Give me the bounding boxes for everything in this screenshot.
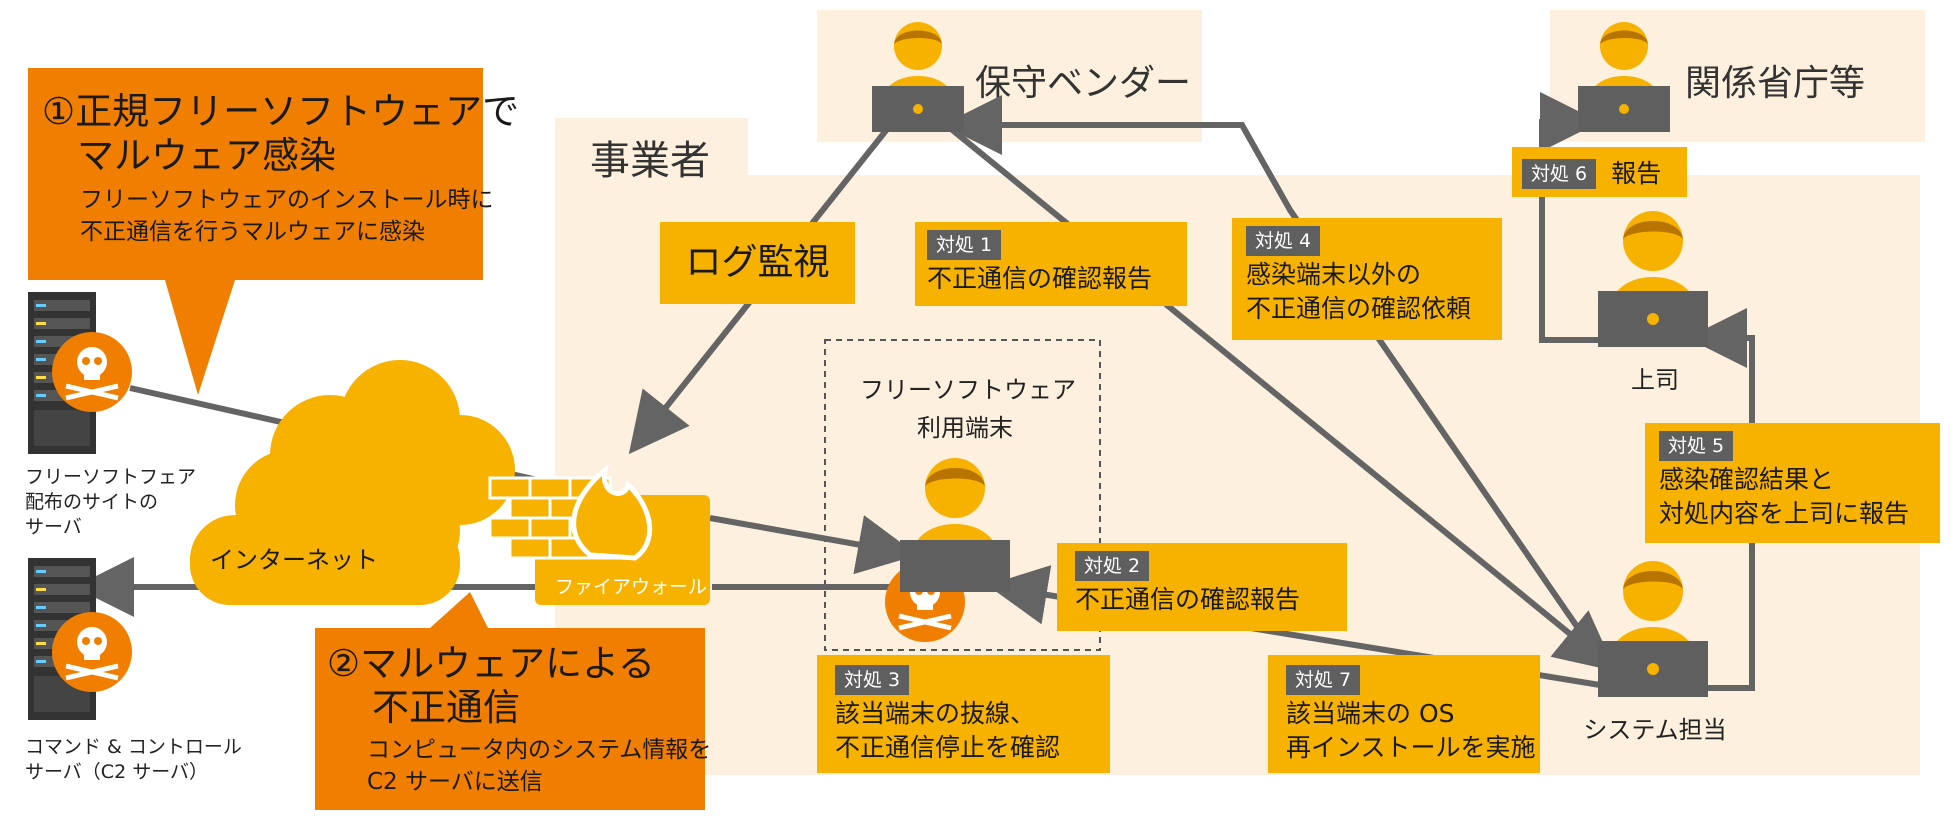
action-2-tag: 対処 2 bbox=[1075, 551, 1150, 581]
action-5-box: 対処 5 感染確認結果と 対処内容を上司に報告 bbox=[1645, 423, 1940, 543]
arrow-firewall-terminal bbox=[709, 515, 918, 575]
action-3-text-line1: 該当端末の抜線、 bbox=[835, 699, 1036, 728]
log-monitoring-label: ログ監視 bbox=[685, 242, 830, 283]
callout1-desc-line1: フリーソフトウェアのインストール時に bbox=[80, 187, 494, 213]
callout1-tail bbox=[165, 280, 235, 395]
action-3-box: 対処 3 該当端末の抜線、 不正通信停止を確認 bbox=[817, 655, 1110, 773]
callout2-desc-line2: C2 サーバに送信 bbox=[367, 769, 543, 795]
firewall-wall-icon bbox=[488, 463, 710, 605]
terminal-label-line2: 利用端末 bbox=[917, 414, 1013, 442]
action-3-text-line2: 不正通信停止を確認 bbox=[835, 733, 1061, 762]
c2-server-label-line1: コマンド & コントロール bbox=[25, 736, 242, 758]
callout1-title-line1: ①正規フリーソフトウェアで bbox=[42, 90, 520, 133]
action-7-box: 対処 7 該当端末の OS 再インストールを実施 bbox=[1268, 655, 1540, 773]
action-7-text-line2: 再インストールを実施 bbox=[1286, 733, 1536, 762]
firewall-flame-icon bbox=[571, 463, 653, 561]
action-4-box: 対処 4 感染端末以外の 不正通信の確認依頼 bbox=[1232, 218, 1502, 340]
callout1-desc-line2: 不正通信を行うマルウェアに感染 bbox=[80, 219, 425, 245]
callout-malware-infection: ①正規フリーソフトウェアで マルウェア感染 フリーソフトウェアのインストール時に… bbox=[28, 68, 520, 280]
action-2-box: 対処 2 不正通信の確認報告 bbox=[1057, 543, 1347, 631]
arrow-action1 bbox=[948, 125, 1616, 672]
person-icon-ministries bbox=[1578, 16, 1670, 132]
log-monitoring-box: ログ監視 bbox=[660, 222, 855, 304]
person-icon-vendor bbox=[872, 16, 964, 132]
skull-icon-distribution-server bbox=[52, 332, 132, 412]
internet-cloud-icon bbox=[190, 360, 515, 605]
callout1-title-line2: マルウェア感染 bbox=[77, 134, 336, 177]
c2-server-label-line2: サーバ（C2 サーバ） bbox=[25, 761, 209, 783]
action-5-text-line2: 対処内容を上司に報告 bbox=[1659, 499, 1910, 528]
callout-unauthorized-comm: ②マルウェアによる 不正通信 コンピュータ内のシステム情報を C2 サーバに送信 bbox=[315, 628, 712, 810]
system-admin-label: システム担当 bbox=[1583, 716, 1727, 744]
action-2-text: 不正通信の確認報告 bbox=[1075, 585, 1301, 614]
distribution-server-label-line1: フリーソフトフェア bbox=[25, 466, 197, 488]
terminal-dashed-box bbox=[824, 339, 1101, 651]
action-5-text-line1: 感染確認結果と bbox=[1659, 465, 1835, 494]
action-4-tag: 対処 4 bbox=[1246, 226, 1321, 256]
person-icon-system-admin bbox=[1598, 555, 1708, 697]
vendor-zone-title: 保守ベンダー bbox=[975, 63, 1192, 104]
action-5-tag: 対処 5 bbox=[1659, 431, 1734, 461]
arrow-action4 bbox=[942, 95, 1603, 662]
action-7-tag: 対処 7 bbox=[1286, 665, 1361, 695]
action-6-text: 報告 bbox=[1611, 159, 1662, 188]
distribution-server-label-line2: 配布のサイトの bbox=[25, 491, 159, 513]
supervisor-label: 上司 bbox=[1631, 366, 1679, 394]
terminal-label-line1: フリーソフトウェア bbox=[860, 376, 1076, 404]
action-6-box: 対処 6 報告 bbox=[1512, 147, 1687, 197]
operator-zone-title: 事業者 bbox=[590, 138, 710, 184]
action-7-text-line1: 該当端末の OS bbox=[1286, 699, 1455, 728]
action-1-text: 不正通信の確認報告 bbox=[927, 264, 1153, 293]
action-1-tag: 対処 1 bbox=[927, 230, 1002, 260]
ministries-zone-title: 関係省庁等 bbox=[1685, 63, 1866, 104]
callout2-desc-line1: コンピュータ内のシステム情報を bbox=[367, 737, 712, 763]
firewall-label: ファイアウォール bbox=[555, 576, 708, 598]
internet-label: インターネット bbox=[210, 546, 378, 574]
callout2-title-line1: ②マルウェアによる bbox=[327, 642, 656, 685]
person-icon-supervisor bbox=[1598, 205, 1708, 347]
action-1-box: 対処 1 不正通信の確認報告 bbox=[915, 222, 1187, 306]
action-4-text-line2: 不正通信の確認依頼 bbox=[1246, 294, 1472, 323]
callout2-tail bbox=[430, 592, 488, 628]
callout2-title-line2: 不正通信 bbox=[372, 686, 520, 729]
action-6-tag: 対処 6 bbox=[1522, 159, 1597, 189]
distribution-server-label-line3: サーバ bbox=[25, 516, 82, 538]
action-4-text-line1: 感染端末以外の bbox=[1246, 260, 1422, 289]
skull-icon-c2-server bbox=[52, 612, 132, 692]
arrow-action6 bbox=[1539, 92, 1600, 343]
action-3-tag: 対処 3 bbox=[835, 665, 910, 695]
person-icon-terminal-user bbox=[900, 452, 1010, 592]
